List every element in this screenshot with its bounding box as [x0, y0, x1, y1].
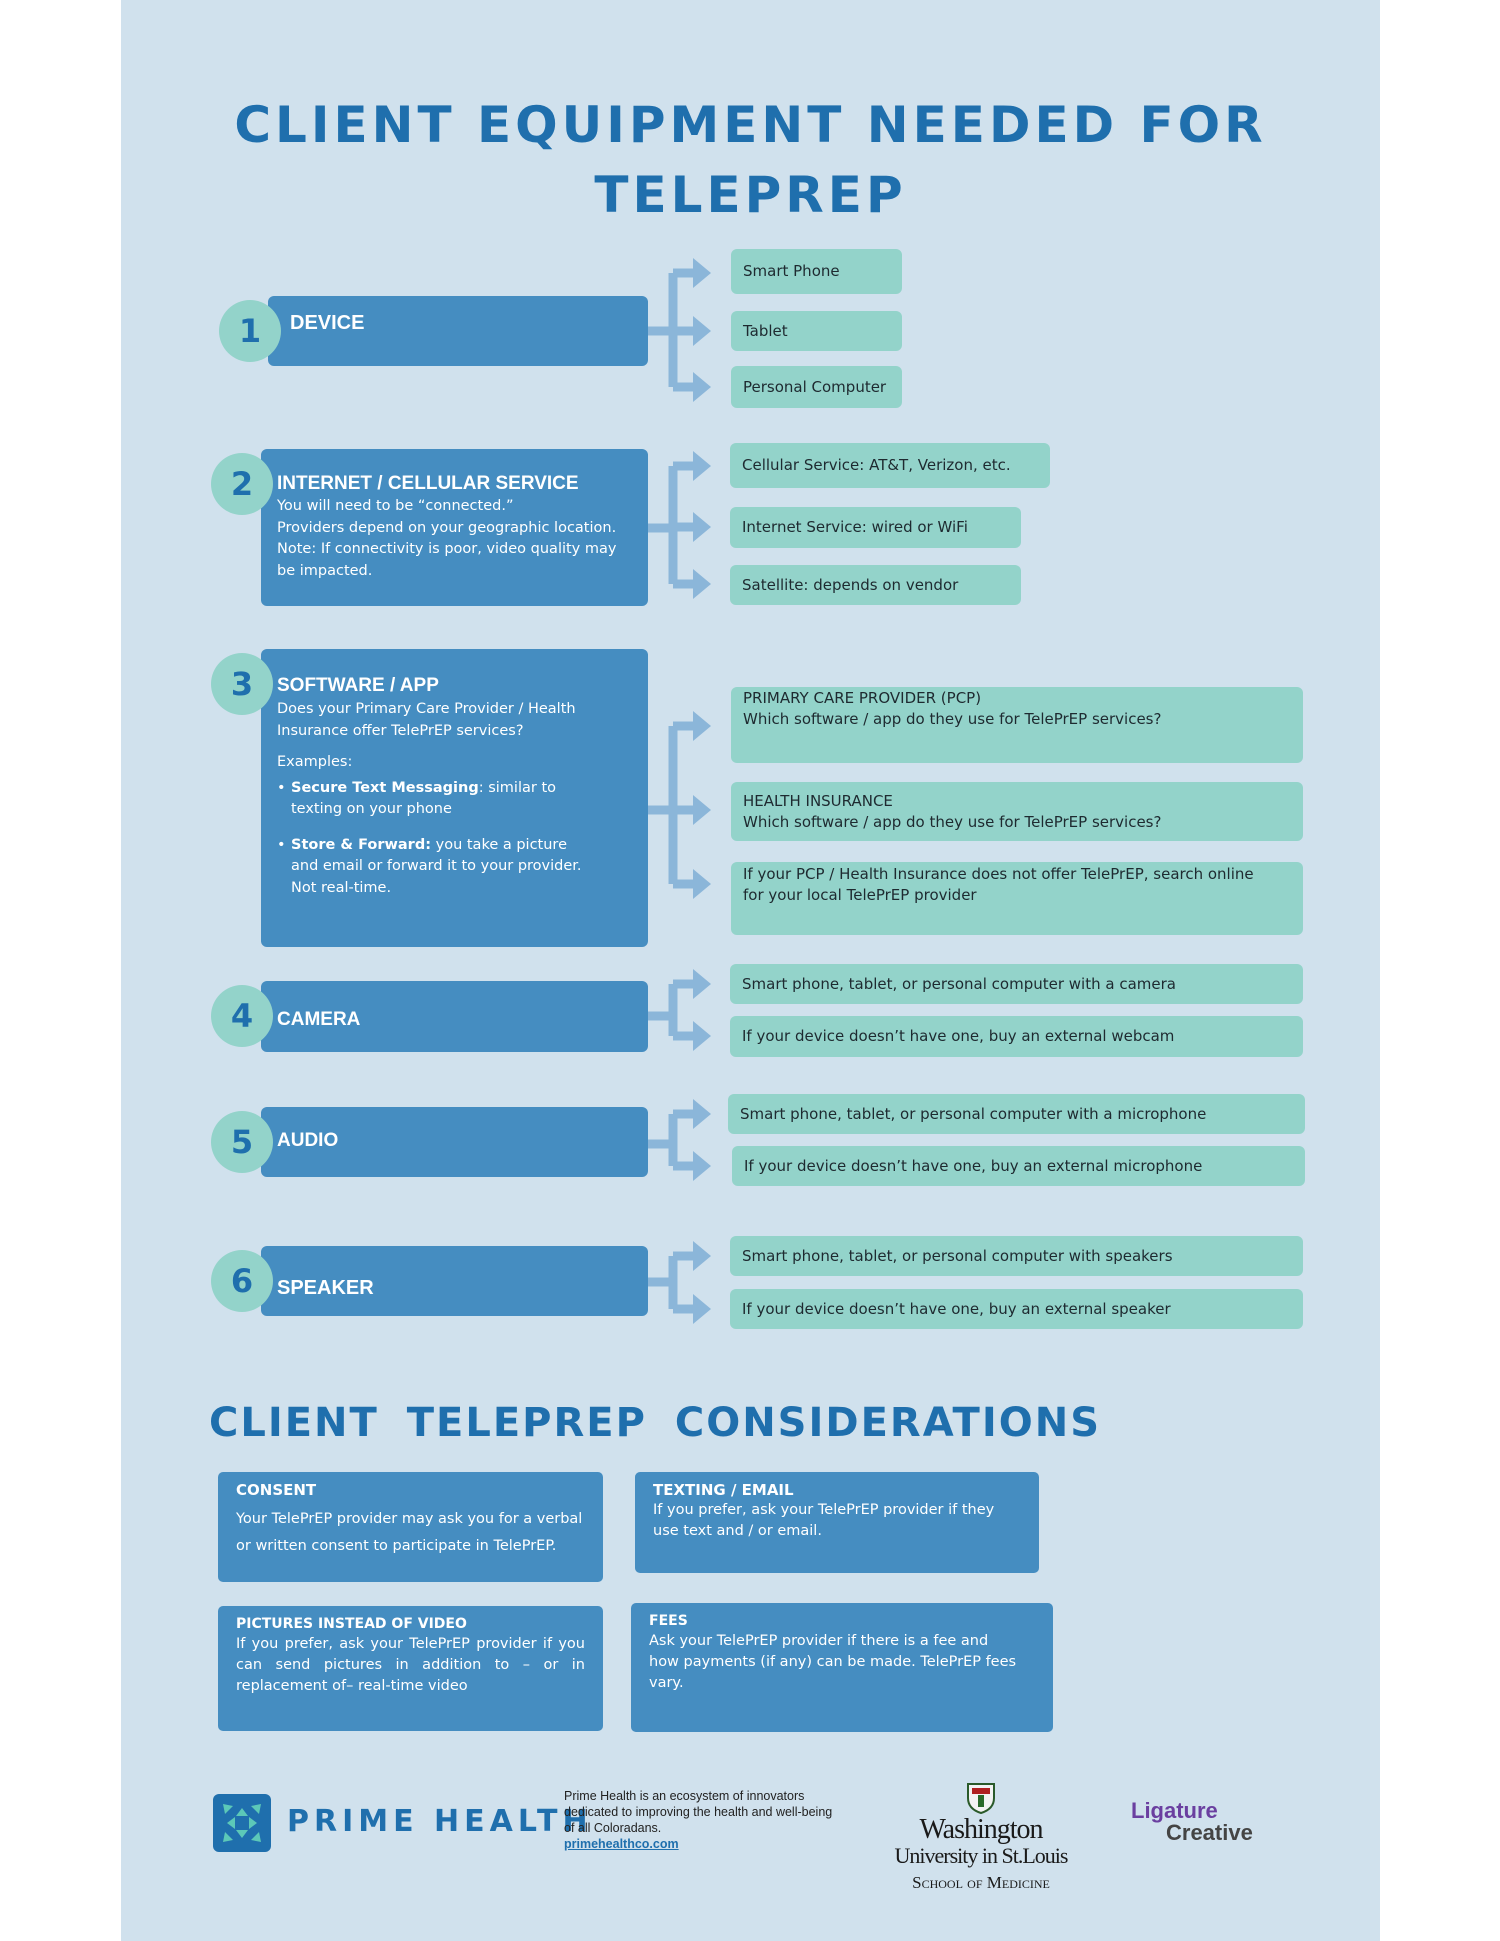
page-title-line-1: CLIENT EQUIPMENT NEEDED FOR [234, 96, 1267, 154]
arrow-head-icon [693, 869, 711, 899]
step-2-option-2: Internet Service: wired or WiFi [730, 507, 1021, 548]
step-2-number: 2 [211, 453, 273, 515]
prime-health-desc-text: Prime Health is an ecosystem of innovato… [564, 1789, 833, 1835]
step-3-option-3-line-1: If your PCP / Health Insurance does not … [743, 865, 1254, 883]
wu-name-line-1: Washington [919, 1814, 1043, 1845]
step-2-box: INTERNET / CELLULAR SERVICE You will nee… [261, 449, 648, 606]
step-3-example-1: • Secure Text Messaging: similar to text… [277, 779, 557, 818]
consent-text: Your TelePrEP provider may ask you for a… [236, 1511, 583, 1554]
step-1-option-1: Smart Phone [731, 249, 902, 294]
creative-text: Creative [1166, 1820, 1253, 1845]
step-4-option-1: Smart phone, tablet, or personal compute… [730, 964, 1303, 1004]
step-1-box: DEVICE [268, 296, 648, 366]
page-title-line-2: TELEPREP [594, 166, 907, 224]
prime-health-name: PRIME HEALTH [287, 1804, 593, 1839]
step-3-example-2-bold: Store & Forward: [291, 836, 432, 853]
wu-shield-icon [967, 1783, 995, 1814]
arrow-head-icon [693, 1294, 711, 1324]
wu-name-line-2: University in St.Louis [894, 1843, 1069, 1868]
arrow-head-icon [693, 1099, 711, 1129]
step-4-title: CAMERA [277, 1009, 361, 1030]
ligature-text: Ligature [1131, 1798, 1218, 1823]
step-3-text-2: Insurance offer TelePrEP services? [277, 722, 524, 739]
step-3-option-2-text: Which software / app do they use for Tel… [743, 812, 1162, 831]
step-1-title: DEVICE [290, 312, 365, 334]
arrow-head-icon [693, 569, 711, 599]
step-2-option-3: Satellite: depends on vendor [730, 565, 1021, 605]
arrow-head-icon [693, 795, 711, 825]
step-6-box: SPEAKER [261, 1246, 648, 1316]
arrow-head-icon [693, 1241, 711, 1271]
step-3-note: Not real-time. [291, 879, 392, 896]
step-6-title: SPEAKER [277, 1277, 374, 1299]
step-4-number: 4 [211, 985, 273, 1047]
step-5-number: 5 [211, 1111, 273, 1173]
step-3-option-1: PRIMARY CARE PROVIDER (PCP) Which softwa… [731, 687, 1303, 763]
arrow-head-icon [693, 1021, 711, 1051]
arrow-head-icon [693, 711, 711, 741]
step-2-title: INTERNET / CELLULAR SERVICE [277, 473, 579, 494]
arrow-head-icon [693, 372, 711, 402]
step-4-option-2: If your device doesn’t have one, buy an … [730, 1016, 1303, 1057]
step-3-title: SOFTWARE / APP [277, 675, 439, 696]
pictures-text: If you prefer, ask your TelePrEP provide… [236, 1636, 585, 1694]
step-1-option-3: Personal Computer [731, 366, 902, 408]
step-3-example-1-rest: : similar to texting on your phone [291, 779, 557, 818]
step-5-title: AUDIO [277, 1130, 339, 1151]
pictures-title: PICTURES INSTEAD OF VIDEO [236, 1616, 467, 1632]
step-1-number: 1 [219, 300, 281, 362]
step-5-option-1: Smart phone, tablet, or personal compute… [728, 1094, 1305, 1134]
fees-title: FEES [649, 1613, 688, 1629]
step-2-text-1: You will need to be “connected.” [277, 498, 514, 514]
prime-health-description: Prime Health is an ecosystem of innovato… [564, 1788, 834, 1852]
step-6-number: 6 [211, 1250, 273, 1312]
step-4-box: CAMERA [261, 981, 648, 1052]
step-3-box: SOFTWARE / APP Does your Primary Care Pr… [261, 649, 648, 947]
poster: CLIENT EQUIPMENT NEEDED FOR TELEPREP DEV… [121, 0, 1380, 1941]
fees-box: FEES Ask your TelePrEP provider if there… [631, 1603, 1053, 1732]
texting-email-title: TEXTING / EMAIL [653, 1481, 794, 1499]
step-3-text-1: Does your Primary Care Provider / Health [277, 701, 576, 717]
step-2-text-2: Providers depend on your geographic loca… [277, 519, 617, 536]
step-2-text-3: Note: If connectivity is poor, video qua… [277, 541, 617, 557]
step-6-option-2: If your device doesn’t have one, buy an … [730, 1289, 1303, 1329]
step-6-option-1: Smart phone, tablet, or personal compute… [730, 1236, 1303, 1276]
arrow-head-icon [693, 451, 711, 481]
fees-text: Ask your TelePrEP provider if there is a… [649, 1633, 1017, 1691]
step-3-option-2-heading: HEALTH INSURANCE [743, 791, 893, 810]
wu-school-of-medicine: School of Medicine [912, 1873, 1050, 1892]
step-3-option-3: If your PCP / Health Insurance does not … [731, 862, 1303, 935]
arrow-head-icon [693, 1151, 711, 1181]
step-5-box: AUDIO [261, 1107, 648, 1177]
consent-box: CONSENT Your TelePrEP provider may ask y… [218, 1472, 603, 1582]
step-3-number: 3 [211, 653, 273, 715]
step-3-examples-label: Examples: [277, 754, 353, 770]
considerations-title: CLIENT TELEPREP CONSIDERATIONS [209, 1400, 1102, 1446]
pictures-box: PICTURES INSTEAD OF VIDEO If you prefer,… [218, 1606, 603, 1731]
prime-health-link[interactable]: primehealthco.com [564, 1837, 679, 1851]
step-3-example-2: • Store & Forward: you take a picture an… [277, 836, 582, 875]
arrow-head-icon [693, 969, 711, 999]
texting-email-text: If you prefer, ask your TelePrEP provide… [653, 1502, 995, 1539]
prime-health-logo-icon [213, 1794, 271, 1852]
step-5-option-2: If your device doesn’t have one, buy an … [732, 1146, 1305, 1186]
step-3-example-2-rest: you take a picture and email or forward … [291, 836, 582, 875]
step-3-example-1-bold: Secure Text Messaging [291, 779, 479, 796]
step-1-option-2: Tablet [731, 311, 902, 351]
consent-title: CONSENT [236, 1481, 317, 1499]
step-3-option-2: HEALTH INSURANCE Which software / app do… [731, 782, 1303, 841]
step-3-option-1-text: Which software / app do they use for Tel… [743, 710, 1162, 728]
step-2-text-4: be impacted. [277, 562, 373, 579]
texting-email-box: TEXTING / EMAIL If you prefer, ask your … [635, 1472, 1039, 1573]
arrow-head-icon [693, 512, 711, 542]
step-2-option-1: Cellular Service: AT&T, Verizon, etc. [730, 443, 1050, 488]
washington-university-logo: Washington University in St.Louis School… [881, 1782, 1081, 1894]
arrow-head-icon [693, 316, 711, 346]
step-3-option-3-line-2: for your local TelePrEP provider [743, 886, 977, 904]
step-3-option-1-heading: PRIMARY CARE PROVIDER (PCP) [743, 689, 982, 707]
arrow-head-icon [693, 258, 711, 288]
ligature-creative-logo: Ligature Creative [1131, 1800, 1281, 1844]
